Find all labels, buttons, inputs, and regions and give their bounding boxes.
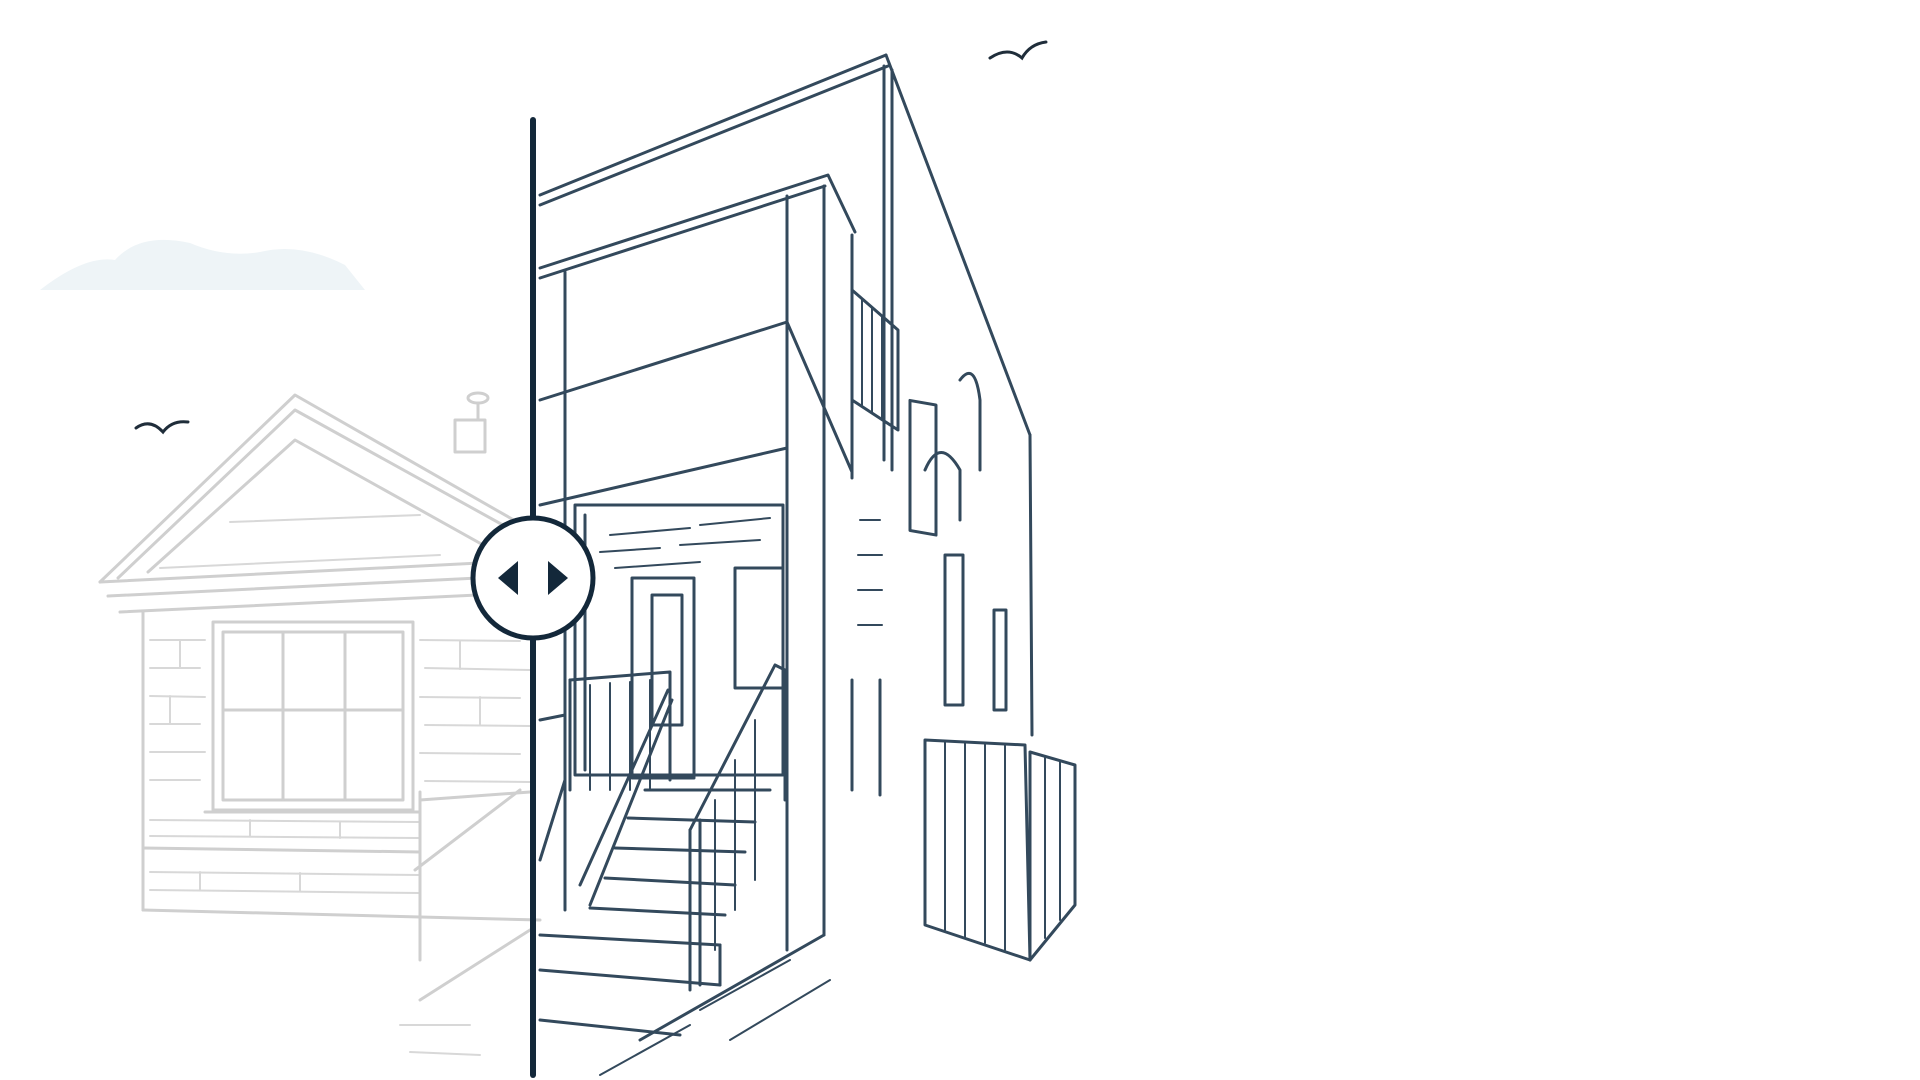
cloud (40, 239, 365, 290)
brick-pattern (149, 639, 531, 894)
bird-right (988, 40, 1048, 61)
triangle-right-icon (548, 561, 568, 595)
side-fence (850, 678, 1077, 962)
comparison-slider-handle[interactable] (470, 515, 596, 641)
window (211, 620, 415, 812)
side-window-upper (908, 398, 938, 537)
entrance-bricks (599, 517, 883, 626)
bird-left (134, 420, 190, 435)
after-house-drawing (538, 40, 1077, 1076)
before-house-drawing (40, 239, 542, 1056)
front-stairs (538, 788, 772, 1037)
triangle-left-icon (498, 561, 518, 595)
front-door (630, 576, 696, 780)
